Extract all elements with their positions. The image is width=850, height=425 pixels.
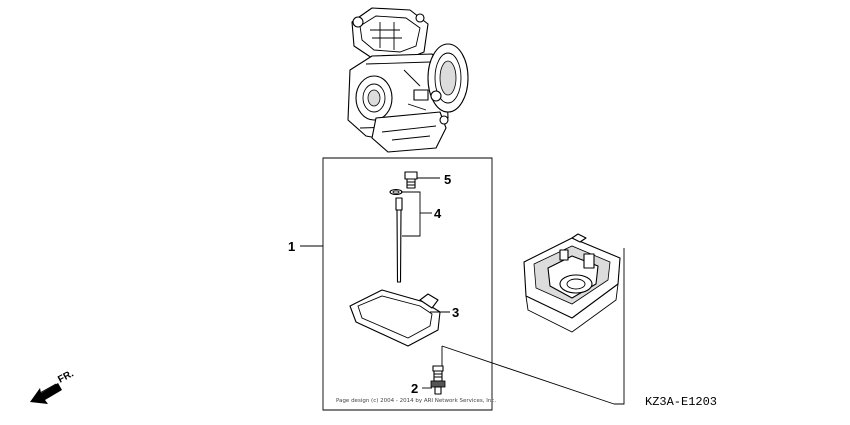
carburetor-illustration	[347, 7, 469, 153]
callout-4: 4	[434, 206, 442, 221]
float-bowl-illustration	[523, 233, 621, 333]
front-direction-label: FR.	[56, 368, 76, 385]
callout-1: 1	[288, 239, 295, 254]
callout-3: 3	[452, 305, 459, 320]
leader-lines	[300, 177, 625, 405]
kit-boundary-box	[322, 157, 493, 411]
diagram-code: KZ3A-E1203	[645, 395, 717, 409]
part-5-jet	[404, 171, 418, 189]
copyright-notice: Page design (c) 2004 - 2014 by ARI Netwo…	[336, 398, 496, 404]
callout-5: 5	[444, 172, 451, 187]
front-direction-arrow-icon	[30, 383, 62, 404]
part-3-gasket	[349, 289, 441, 347]
part-2-drain-screw	[430, 365, 446, 395]
part-4-needle-and-ring	[389, 188, 403, 283]
callout-2: 2	[411, 381, 418, 396]
